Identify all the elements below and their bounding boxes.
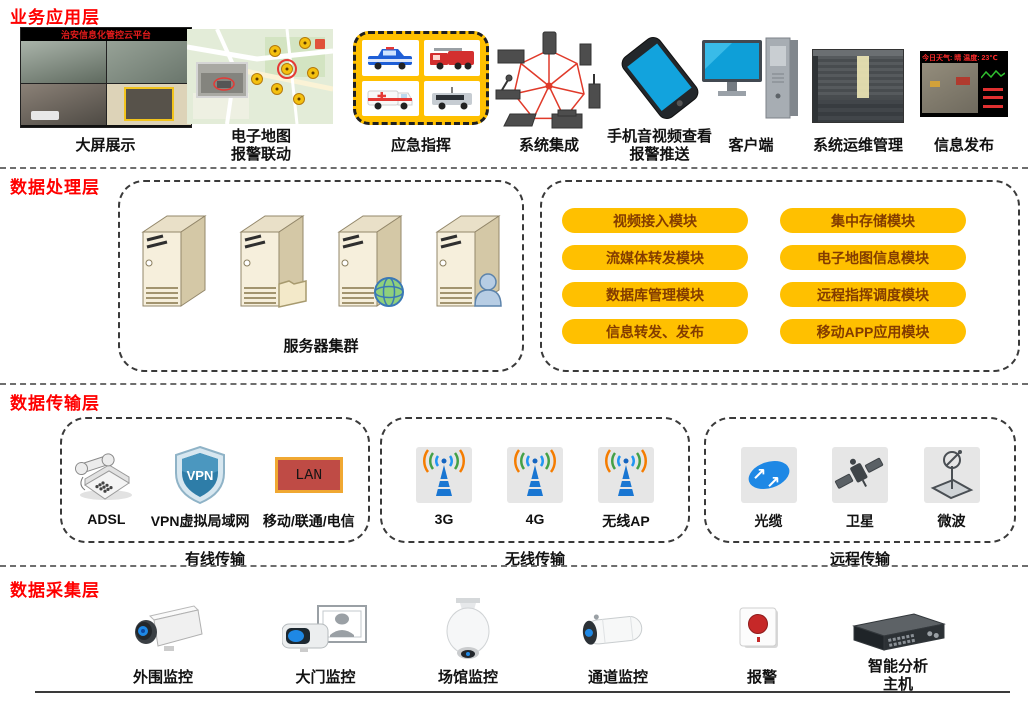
antenna-3g-icon [416, 447, 472, 503]
wired-label-carrier: 移动/联通/电信 [262, 513, 355, 529]
module-pill: 远程指挥调度模块 [780, 282, 966, 307]
big-screen-header: 治安信息化管控云平台 [21, 28, 191, 41]
cctv-scene-2 [106, 41, 191, 83]
ops-software-thumbnail [812, 49, 904, 123]
remote-label-microwave: 微波 [937, 513, 966, 529]
police-car-shape [31, 111, 59, 120]
police-car-icon [368, 46, 413, 70]
layer-title-collection: 数据采集层 [10, 581, 100, 600]
layer-title-transmission: 数据传输层 [10, 394, 100, 413]
remote-transmission-box: ↗ ↗ 光缆 卫星 [704, 417, 1016, 543]
highlighted-column [857, 56, 869, 98]
wired-transmission-box: ADSL VPN VPN虚拟局域网 LAN 移动/联通/电信 [60, 417, 370, 543]
server-cluster-box: 服务器集群 [118, 180, 524, 372]
user-badge [474, 273, 502, 307]
layer-title-application: 业务应用层 [10, 8, 100, 27]
layer-title-processing: 数据处理层 [10, 178, 100, 197]
module-pill: 数据库管理模块 [562, 282, 748, 307]
separator-3 [0, 565, 1028, 567]
alarm-inset [123, 87, 174, 122]
wireless-label-3g: 3G [434, 511, 454, 527]
red-web [513, 49, 585, 120]
led-video-area [922, 63, 978, 113]
remote-label-satellite: 卫星 [846, 513, 874, 529]
led-display-thumbnail: 今日天气: 晴 温度: 23℃ [920, 51, 1008, 117]
green-graph [981, 70, 1005, 79]
server-icon-globe [337, 215, 404, 307]
module-pill: 信息转发、发布 [562, 319, 748, 344]
microwave-icon [923, 447, 980, 503]
server-icon [141, 215, 207, 307]
modules-box: 视频接入模块 流媒体转发模块 数据库管理模块 信息转发、发布 集中存储模块 电子… [540, 180, 1020, 372]
svg-text:↗: ↗ [752, 465, 766, 485]
wireless-label-ap: 无线AP [602, 513, 650, 529]
group-label-wireless: 无线传输 [504, 551, 565, 568]
server-cluster-label: 服务器集群 [283, 338, 359, 355]
app-label-client: 客户端 [728, 137, 774, 155]
analysis-host-icon [852, 613, 946, 651]
app-label-emergency: 应急指挥 [390, 137, 451, 155]
client-pc-icon [702, 37, 798, 119]
gate-camera-icon [282, 605, 367, 652]
optical-cable-icon: ↗ ↗ [740, 447, 797, 503]
module-pill: 移动APP应用模块 [780, 319, 966, 344]
collection-label-gate: 大门监控 [295, 669, 356, 687]
app-label-publish: 信息发布 [933, 137, 994, 155]
fire-truck-icon [429, 47, 474, 70]
server-icon-user [435, 215, 502, 307]
emap-thumbnail [187, 29, 333, 124]
svg-text:↗: ↗ [766, 473, 780, 493]
module-pill: 集中存储模块 [780, 208, 966, 233]
module-pill: 流媒体转发模块 [562, 245, 748, 270]
app-label-big-screen: 大屏展示 [75, 137, 136, 155]
collection-label-venue: 场馆监控 [437, 669, 498, 687]
module-pill: 电子地图信息模块 [780, 245, 966, 270]
wired-label-adsl: ADSL [87, 511, 126, 527]
system-integration-icon [495, 31, 601, 129]
smartphone-icon [621, 37, 699, 119]
dome-camera-icon [446, 598, 490, 659]
command-van-icon [431, 87, 472, 110]
group-label-remote: 远程传输 [829, 551, 890, 568]
separator-2 [0, 383, 1028, 385]
separator-1 [0, 167, 1028, 169]
collection-label-analysis: 智能分析 主机 [867, 658, 928, 693]
antenna-ap-icon [598, 447, 654, 503]
map-cell [106, 83, 191, 125]
collection-label-perimeter: 外围监控 [132, 669, 193, 687]
folder-badge [278, 280, 307, 308]
remote-label-cable: 光缆 [754, 513, 783, 529]
satellite-icon [832, 447, 888, 503]
globe-badge [374, 277, 404, 307]
cctv-scene-1 [21, 41, 106, 83]
group-label-wired: 有线传输 [184, 551, 245, 568]
app-label-mobile: 手机音视频查看 报警推送 [606, 128, 712, 163]
devices [495, 31, 601, 129]
ambulance-icon [367, 90, 413, 110]
collection-label-alarm: 报警 [746, 669, 777, 687]
app-label-emap: 电子地图 报警联动 [230, 128, 291, 163]
antenna-4g-icon [507, 447, 563, 503]
svg-text:VPN: VPN [187, 468, 214, 483]
alarm-button-icon [739, 607, 778, 648]
server-icon-folder [239, 215, 307, 308]
photo-inset [196, 62, 248, 98]
app-label-ops: 系统运维管理 [812, 137, 903, 155]
bottom-line [35, 691, 1010, 693]
big-screen-thumbnail: 治安信息化管控云平台 [20, 27, 192, 128]
box-camera-icon [135, 605, 203, 651]
collection-label-channel: 通道监控 [587, 669, 648, 687]
vpn-shield-icon: VPN [175, 445, 226, 505]
telephone-icon [75, 453, 133, 500]
app-label-integration: 系统集成 [518, 137, 579, 155]
lan-badge: LAN [274, 457, 343, 493]
emergency-command-box [353, 31, 489, 125]
module-pill: 视频接入模块 [562, 208, 748, 233]
wireless-label-4g: 4G [525, 511, 545, 527]
wired-label-vpn: VPN虚拟局域网 [150, 513, 250, 529]
bullet-camera-icon [582, 614, 643, 645]
cctv-scene-3 [21, 83, 106, 125]
wireless-transmission-box: 3G 4G [380, 417, 690, 543]
alarm-pins [251, 37, 319, 105]
